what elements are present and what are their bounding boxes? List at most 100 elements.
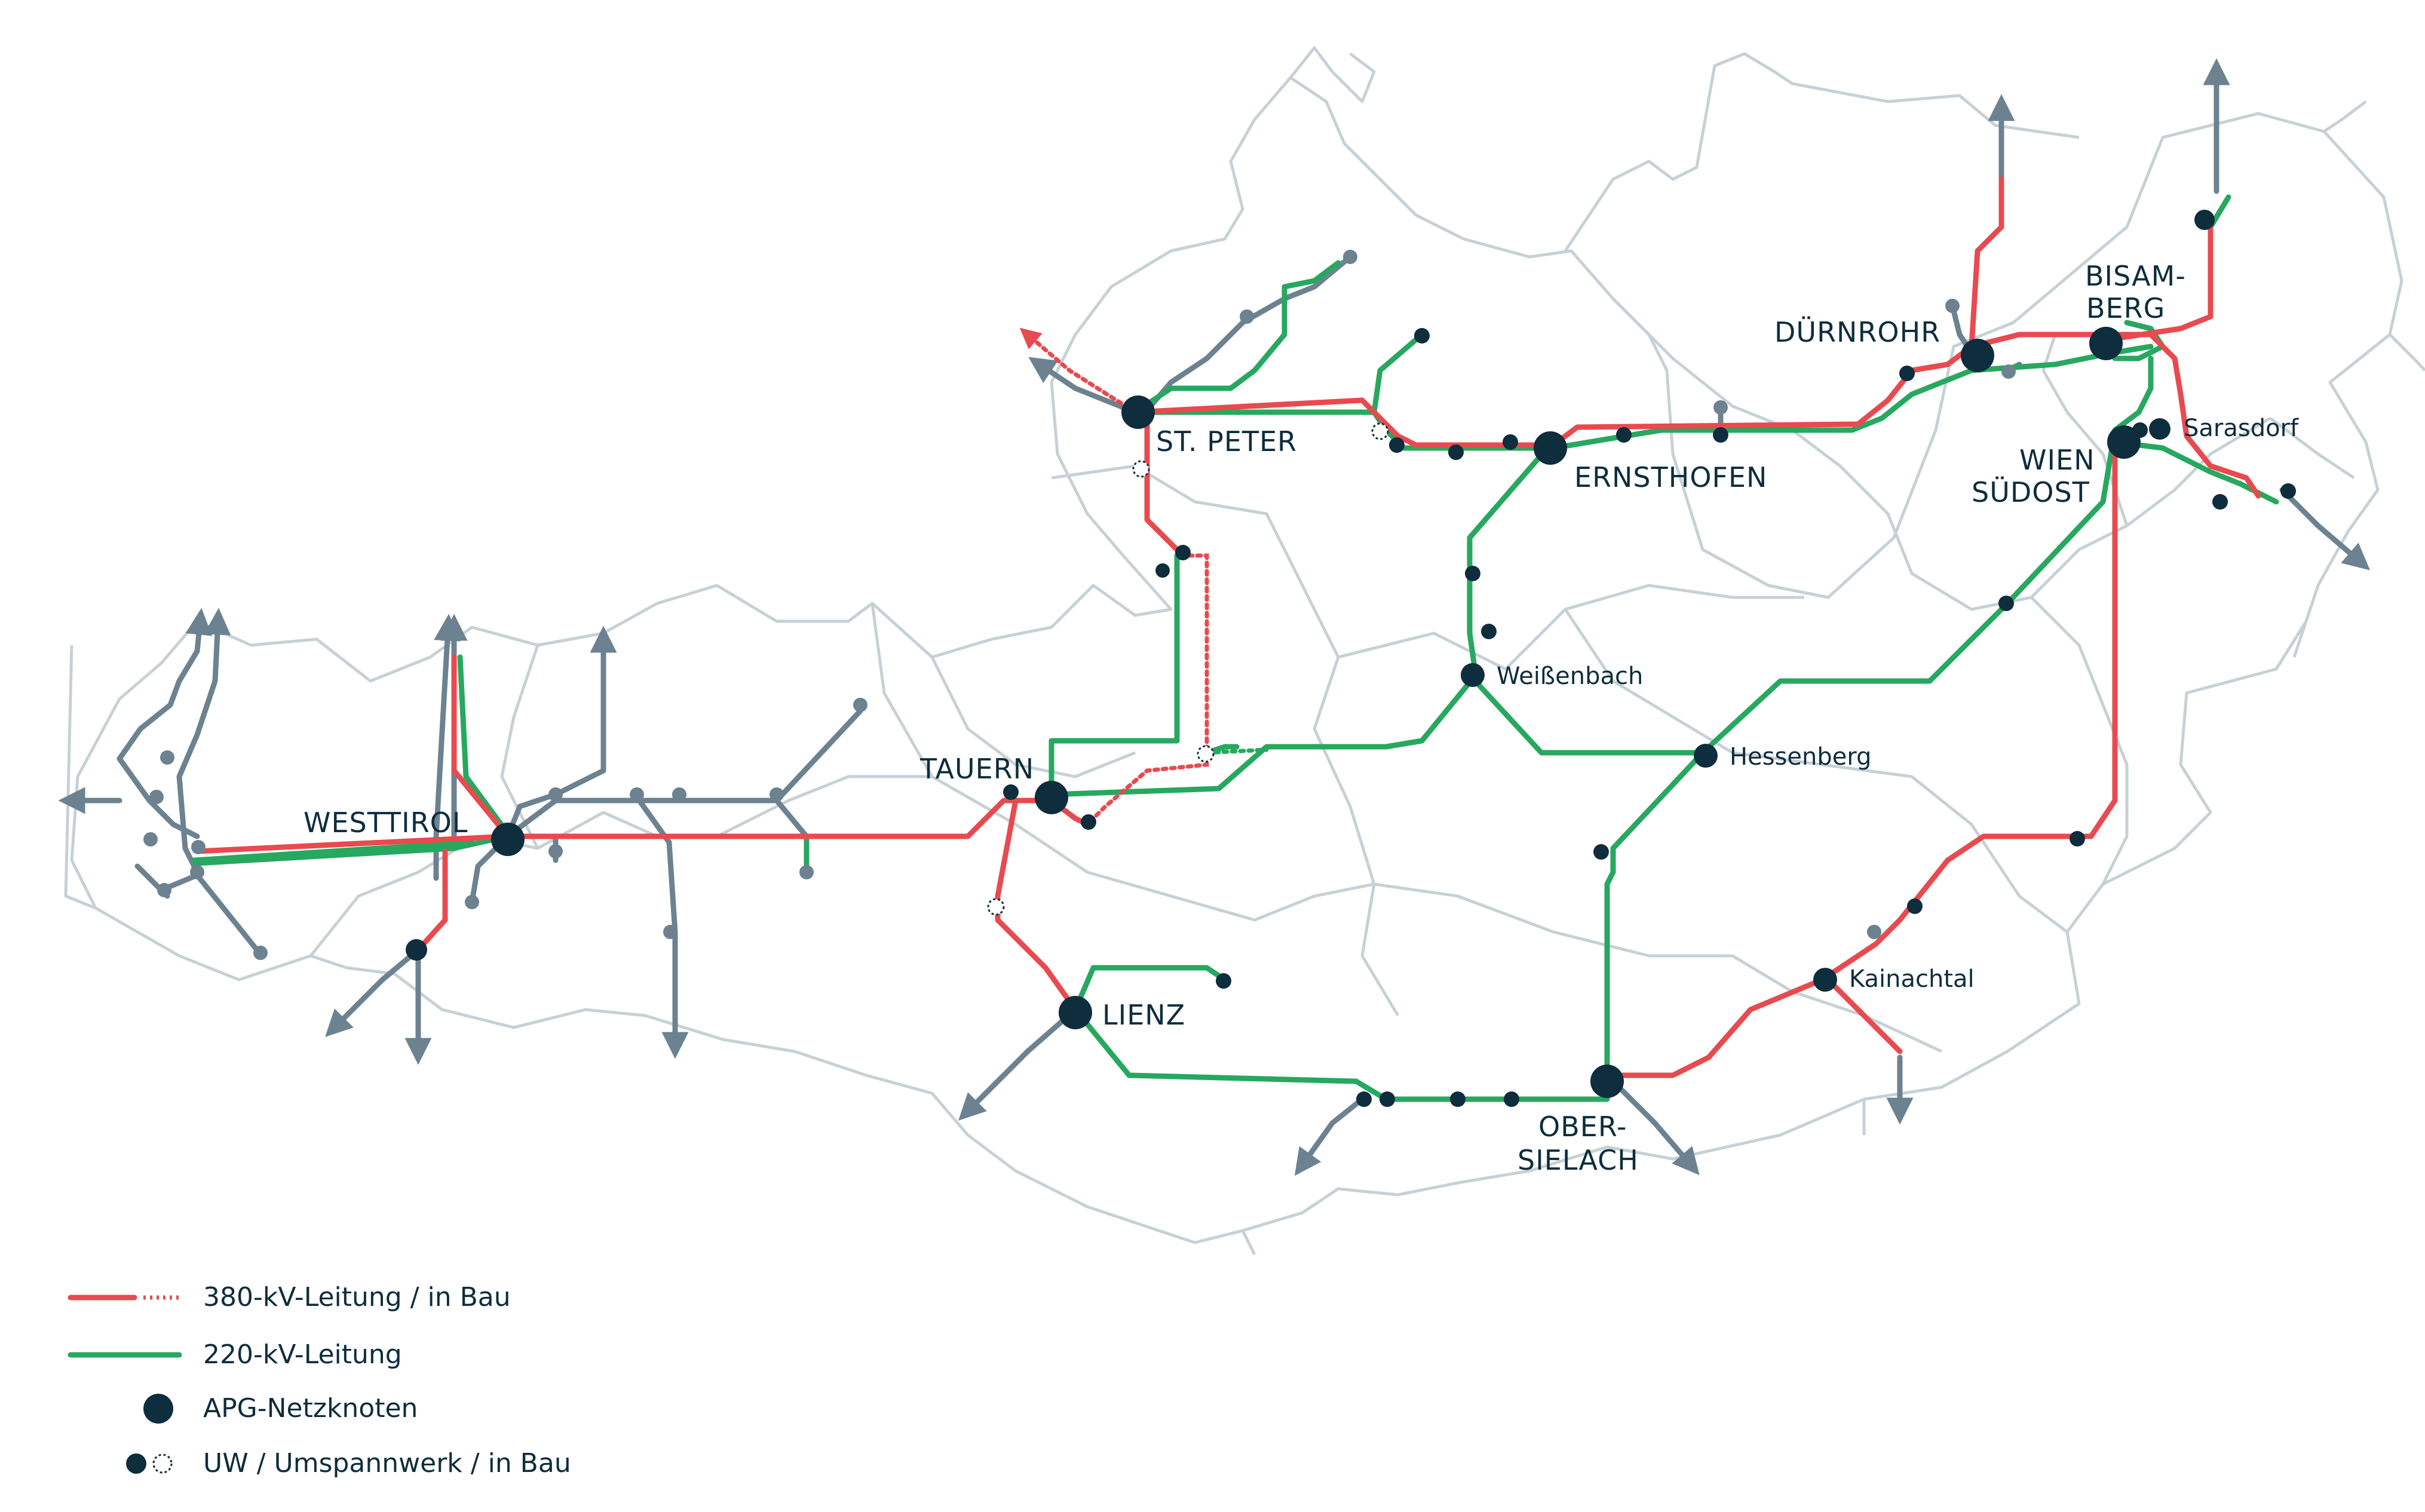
substation-dot [2194,210,2215,230]
line-380 [451,654,511,839]
state-border [1338,584,1804,671]
foreign-lines [58,58,2371,1176]
substation-dot [1379,1091,1395,1107]
apg-nodes [491,327,2141,1098]
label-ernsthofen: ERNSTHOFEN [1574,461,1767,493]
substation-dot [2280,483,2296,499]
substation-dot [2149,418,2170,440]
neighbour-border [2292,621,2308,658]
line-220 [457,654,511,836]
legend-substation-icon [126,1453,146,1474]
line-380 [1969,176,2004,349]
label-sarasdorf: Sarasdorf [2184,415,2299,442]
neighbour-border [64,645,96,910]
label-bisamberg-2: BERG [2086,292,2165,324]
legend-item-node: APG-Netzknoten [143,1393,418,1424]
lines-380kv [194,176,2261,1078]
legend-item-380: 380-kV-Leitung / in Bau [68,1282,511,1312]
label-weissenbach: Weißenbach [1497,663,1643,690]
foreign-line [1616,1084,1700,1176]
legend-substation-construction-icon [152,1453,173,1474]
substation-dot [1616,427,1632,443]
substation-dot [1175,545,1191,560]
substation-dot [1899,366,1915,381]
substation-construction [987,898,1005,916]
foreign-line [117,608,213,839]
neighbour-border [2323,100,2367,133]
substation-dot [1003,784,1019,800]
line-380 [505,798,1090,839]
node-lienz [1059,996,1092,1029]
label-st-peter: ST. PETER [1156,425,1297,458]
substation-dot [160,750,174,765]
substation-dot [1356,1091,1372,1107]
line-380-construction [1085,553,1209,827]
foreign-line [176,608,231,875]
substation-dot [1907,898,1923,914]
line-220 [1604,750,1706,1078]
substations [143,210,2296,1107]
austria-outline [70,76,2403,1244]
neighbour-border [2389,333,2425,372]
label-westtirol: WESTTIROL [303,806,468,839]
neighbour-border [1563,52,2080,252]
legend-label-substation: UW / Umspannwerk / in Bau [203,1448,571,1479]
label-wien-1: WIEN [2019,444,2095,476]
substation-dot [1216,973,1231,989]
state-border [1374,882,1943,1053]
substation-dot [149,790,164,804]
node-labels: WESTTIROL ST. PETER TAUERN LIENZ ERNSTHO… [303,260,2299,1176]
substation-dot [190,865,204,879]
legend-label-380: 380-kV-Leitung / in Bau [203,1282,511,1312]
line-220-construction [1204,747,1269,755]
foreign-line [774,798,810,839]
substation-dot [1343,250,1357,264]
neighbour-border [1241,1229,1256,1256]
line-380 [2100,224,2214,344]
substation-dot [465,895,479,909]
label-obersielach-1: OBER- [1538,1111,1627,1143]
node-obersielach [1590,1065,1624,1098]
state-border [930,656,1136,778]
node-bisamberg [2089,327,2123,360]
line-220 [1700,355,2154,756]
lines-380kv-construction [1019,327,1209,827]
foreign-line [325,947,421,1037]
foreign-line [2279,487,2371,571]
label-duernrohr: DÜRNROHR [1774,316,1940,348]
label-obersielach-2: SIELACH [1517,1144,1639,1176]
substation-dot [2212,494,2228,510]
line-220 [1467,672,1706,756]
substation-construction [1132,460,1150,478]
label-lienz: LIENZ [1102,999,1185,1031]
substation-dot [663,925,677,939]
substation-dot [1503,434,1518,450]
substation-dot [1945,299,1960,313]
substation-dot [1713,400,1728,415]
state-border [1563,608,2068,933]
substation-dot [853,698,867,712]
substation-dot [1240,309,1254,324]
foreign-line [194,872,260,953]
line-220 [1132,260,1341,415]
substation-construction [1197,745,1215,763]
foreign-line [1294,1096,1365,1176]
legend: 380-kV-Leitung / in Bau 220-kV-Leitung A… [68,1282,571,1479]
line-220 [191,839,475,863]
substation-dot [769,787,784,802]
foreign-line [1028,357,1138,415]
borders [64,46,2425,1256]
state-border [870,603,1375,922]
substation-dot [406,939,427,961]
substation-dot [191,840,206,854]
legend-node-icon [143,1394,173,1424]
substation-dot [1081,814,1096,830]
line-220 [1371,332,1425,415]
line-380 [995,798,1078,1013]
substation-dot [548,787,563,802]
neighbour-border [1289,46,1376,103]
foreign-line [505,625,617,839]
substation-dot [2070,831,2085,847]
line-380 [1825,977,1903,1054]
